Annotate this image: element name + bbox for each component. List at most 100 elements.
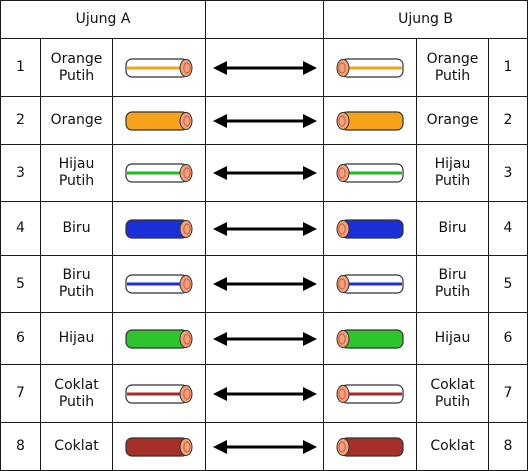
- cable-icon: [125, 274, 193, 294]
- wire-color-label-a: Hijau: [40, 312, 113, 365]
- cable-stripe: [344, 171, 403, 175]
- cable-icon: [336, 110, 404, 131]
- double-arrow-icon: [212, 221, 317, 236]
- cable-jacket: [340, 436, 404, 457]
- cable-cell-b: [323, 255, 418, 313]
- cable-cell-b: [323, 96, 418, 145]
- wire-color-label-b: Coklat: [416, 422, 490, 471]
- header-middle: [205, 0, 325, 39]
- wire-color-label-a: Hijau Putih: [40, 144, 113, 202]
- wire-color-label-a: Coklat: [40, 422, 113, 471]
- cable-cell-a: [111, 364, 207, 423]
- arrow-head-right: [302, 331, 317, 346]
- cable-core-ring: [338, 114, 346, 127]
- header-row: Ujung A Ujung B: [0, 0, 528, 39]
- arrow-head-right: [302, 439, 317, 454]
- pin-number-b: 1: [488, 38, 528, 97]
- pin-number-b: 4: [488, 201, 528, 256]
- connection-cell: [205, 364, 325, 423]
- cable-icon: [336, 328, 404, 349]
- cable-stripe: [344, 66, 403, 69]
- pin-number-a: 8: [0, 422, 41, 471]
- wire-color-label-a: Coklat Putih: [40, 364, 113, 423]
- cable-cell-a: [111, 144, 207, 202]
- cable-core-ring: [183, 61, 191, 74]
- pin-number-b: 5: [488, 255, 528, 313]
- wire-color-label-a: Orange Putih: [40, 38, 113, 97]
- double-arrow-icon: [212, 439, 317, 454]
- double-arrow-icon: [212, 386, 317, 401]
- wire-color-label-b: Coklat Putih: [416, 364, 490, 423]
- wire-color-label-b: Biru Putih: [416, 255, 490, 313]
- cable-cell-a: [111, 38, 207, 97]
- cable-jacket: [340, 110, 404, 131]
- pin-number-b: 7: [488, 364, 528, 423]
- cable-jacket: [125, 110, 189, 131]
- header-end-a: Ujung A: [0, 0, 207, 39]
- cable-icon: [336, 436, 404, 457]
- cable-icon: [336, 383, 404, 404]
- wire-color-label-b: Hijau Putih: [416, 144, 490, 202]
- cable-icon: [336, 163, 404, 183]
- pin-number-b: 2: [488, 96, 528, 145]
- cable-stripe: [344, 392, 403, 395]
- wire-color-label-b: Biru: [416, 201, 490, 256]
- cable-cell-a: [111, 96, 207, 145]
- cable-stripe: [127, 282, 185, 286]
- connection-cell: [205, 312, 325, 365]
- cable-core-ring: [338, 387, 346, 400]
- connection-cell: [205, 255, 325, 313]
- pin-number-a: 5: [0, 255, 41, 313]
- cable-core-ring: [183, 387, 191, 400]
- cable-core-ring: [338, 167, 346, 179]
- cable-core-ring: [338, 222, 346, 235]
- arrow-head-left: [212, 439, 227, 454]
- arrow-head-left: [212, 60, 227, 75]
- cable-core-ring: [183, 278, 191, 290]
- cable-core-ring: [338, 440, 346, 453]
- cable-jacket: [125, 436, 189, 457]
- cable-stripe: [127, 66, 185, 69]
- connection-cell: [205, 144, 325, 202]
- cable-jacket: [125, 328, 189, 349]
- pin-number-a: 7: [0, 364, 41, 423]
- pin-number-b: 6: [488, 312, 528, 365]
- pin-number-a: 3: [0, 144, 41, 202]
- double-arrow-icon: [212, 331, 317, 346]
- connection-cell: [205, 422, 325, 471]
- arrow-head-right: [302, 386, 317, 401]
- cable-icon: [336, 57, 404, 78]
- cable-icon: [125, 436, 193, 457]
- connection-cell: [205, 38, 325, 97]
- arrow-head-left: [212, 331, 227, 346]
- wire-color-label-a: Biru Putih: [40, 255, 113, 313]
- cable-cell-b: [323, 312, 418, 365]
- pin-number-b: 3: [488, 144, 528, 202]
- cable-cell-a: [111, 201, 207, 256]
- cable-icon: [125, 328, 193, 349]
- cable-stripe: [127, 171, 185, 175]
- cable-core-ring: [183, 332, 191, 345]
- double-arrow-icon: [212, 60, 317, 75]
- cable-icon: [125, 163, 193, 183]
- pin-number-b: 8: [488, 422, 528, 471]
- arrow-head-left: [212, 166, 227, 180]
- cable-cell-b: [323, 38, 418, 97]
- cable-icon: [336, 218, 404, 239]
- wire-color-label-b: Orange: [416, 96, 490, 145]
- arrow-head-right: [302, 113, 317, 128]
- wire-color-label-a: Biru: [40, 201, 113, 256]
- cable-cell-b: [323, 201, 418, 256]
- cable-jacket: [125, 218, 189, 239]
- wire-color-label-b: Orange Putih: [416, 38, 490, 97]
- double-arrow-icon: [212, 277, 317, 291]
- pin-number-a: 6: [0, 312, 41, 365]
